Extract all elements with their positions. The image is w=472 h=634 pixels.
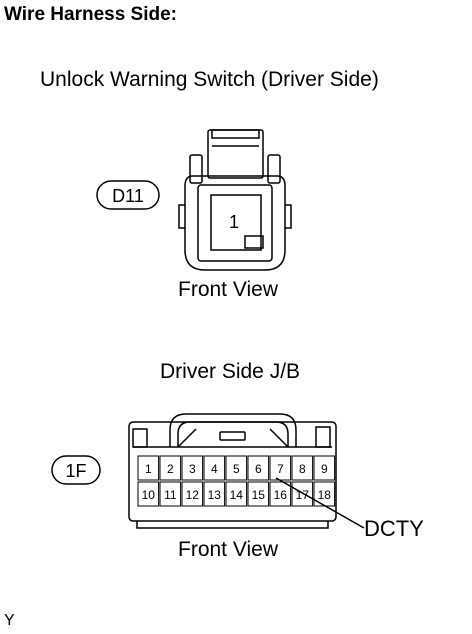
connector1-code-badge — [96, 180, 160, 210]
connector1-body — [184, 175, 286, 271]
connector2-latch — [169, 413, 297, 447]
pin-cell-16 — [269, 481, 292, 507]
connector2-title: Driver Side J/B — [160, 360, 301, 383]
pin-label-2: 2 — [167, 462, 174, 476]
pin-label-6: 6 — [255, 462, 262, 476]
connector1-title: Unlock Warning Switch (Driver Side) — [40, 68, 379, 91]
dcty-leader-line — [275, 477, 365, 529]
pin-label-10: 10 — [142, 488, 156, 502]
connector1-pin-label: 1 — [229, 212, 239, 232]
pin-label-1: 1 — [145, 462, 152, 476]
connector1-latch — [207, 129, 264, 179]
connector2-view-label: Front View — [178, 538, 278, 561]
pin-cell-9 — [313, 455, 336, 481]
pin-label-11: 11 — [164, 488, 177, 502]
connector1-pin-cell — [210, 194, 262, 251]
pin-cell-3 — [181, 455, 204, 481]
pin-label-5: 5 — [233, 462, 240, 476]
connector2-code-badge — [51, 455, 101, 485]
connector2-lock — [219, 431, 246, 441]
pin-cell-2 — [159, 455, 182, 481]
pin-cell-4 — [203, 455, 226, 481]
pin-label-15: 15 — [252, 488, 266, 502]
pin-label-9: 9 — [321, 462, 328, 476]
pin-label-16: 16 — [274, 488, 288, 502]
connector1-view-label: Front View — [178, 278, 278, 301]
pin-label-7: 7 — [277, 462, 284, 476]
pin-cell-1 — [137, 455, 160, 481]
pin-cell-8 — [291, 455, 314, 481]
pin-label-4: 4 — [211, 462, 218, 476]
dcty-wire-label: DCTY — [364, 516, 424, 541]
pin-cell-15 — [247, 481, 270, 507]
pin-cell-10 — [137, 481, 160, 507]
connector1-key — [244, 235, 264, 249]
pin-label-14: 14 — [230, 488, 244, 502]
connector1-drawing: D11 1 — [96, 129, 292, 271]
pin-cell-5 — [225, 455, 248, 481]
connector2-key — [315, 426, 331, 448]
connector1-right-rib — [267, 154, 281, 184]
pin-cell-12 — [181, 481, 204, 507]
pin-cell-14 — [225, 481, 248, 507]
connector1-left-rib — [189, 154, 203, 184]
connector2-drawing: 1F — [51, 413, 337, 529]
pin-cell-11 — [159, 481, 182, 507]
pin-label-3: 3 — [189, 462, 196, 476]
pin-label-18: 18 — [318, 488, 332, 502]
connector2-code-text: 1F — [65, 461, 86, 481]
connector1-code-text: D11 — [112, 186, 144, 206]
pin-cell-6 — [247, 455, 270, 481]
pin-label-13: 13 — [208, 488, 222, 502]
pin-cell-13 — [203, 481, 226, 507]
pin-label-12: 12 — [186, 488, 200, 502]
figure-code: Y — [4, 612, 15, 629]
heading: Wire Harness Side: — [4, 4, 178, 25]
pin-label-8: 8 — [299, 462, 306, 476]
pin-cell-17 — [291, 481, 314, 507]
